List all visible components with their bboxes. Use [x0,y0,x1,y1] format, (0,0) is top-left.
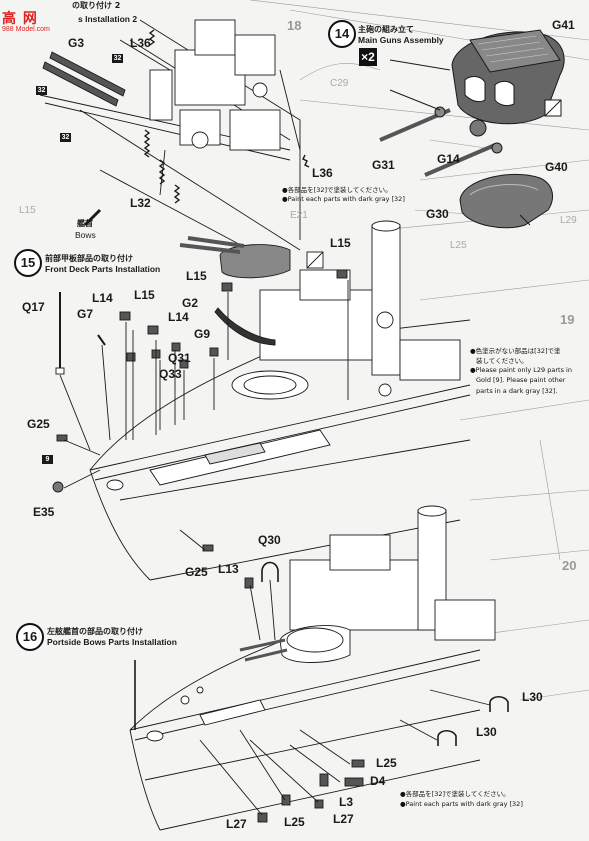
part-label-l15-a: L15 [330,236,351,250]
bows-label-jp: 艦首 [77,219,93,228]
step14-drawing [379,29,565,229]
bg-label-l29: L29 [560,215,577,226]
step15-note-line5: parts in a dark gray [32]. [476,387,558,395]
bg-step-19: 19 [560,312,575,327]
bg-step-18: 18 [287,18,302,33]
part-label-g2: G2 [182,296,199,310]
step-number-16: 16 [16,623,44,651]
step16-title-en: Portside Bows Parts Installation [47,637,177,647]
part-label-l3: L3 [339,795,354,809]
step15-title-en: Front Deck Parts Installation [45,264,161,274]
step15-drawing [52,220,471,581]
part-label-l27-b: L27 [333,812,354,826]
paint-code-32-icon: 32 [112,54,123,63]
part-label-g40: G40 [545,160,568,174]
step13-title-en: s Installation 2 [78,14,138,24]
part-label-l14-b: L14 [168,310,189,324]
step15-title-jp: 前部甲板部品の取り付け [45,254,133,263]
part-label-q31: Q31 [168,351,191,365]
part-label-d4: D4 [370,774,386,788]
paint-code-32-icon: 32 [36,86,47,95]
step13-note-en: ●Paint each parts with dark gray [32] [282,195,405,203]
part-label-l36-b: L36 [312,166,333,180]
step16-note-jp: ●各部品を[32]で塗装してください。 [400,790,510,798]
step13-title-jp: の取り付け 2 [72,1,121,10]
part-label-g14: G14 [437,152,460,166]
part-label-l15-c: L15 [134,288,155,302]
part-label-l30-b: L30 [476,725,497,739]
part-label-l25-a: L25 [376,756,397,770]
step15-note-line2: 装してください。 [476,357,528,365]
bg-label-c29: C29 [330,78,349,89]
part-label-g41: G41 [552,18,575,32]
part-label-g31: G31 [372,158,395,172]
step14-title-en: Main Guns Assembly [358,35,444,45]
part-label-e35: E35 [33,505,55,519]
part-label-g30: G30 [426,207,449,221]
part-label-l13: L13 [218,562,239,576]
step15-note-line3: ●Please paint only L29 parts in [470,366,572,374]
step14-title-jp: 主砲の組み立て [358,25,414,34]
watermark-logo: 高 网 [2,11,38,27]
part-label-q17: Q17 [22,300,45,314]
part-label-q33: Q33 [159,367,182,381]
bg-label-l25: L25 [450,240,467,251]
step-number-15: 15 [14,249,42,277]
part-label-l14-a: L14 [92,291,113,305]
part-label-q30: Q30 [258,533,281,547]
part-label-l15-b: L15 [186,269,207,283]
bows-label-en: Bows [75,230,96,240]
part-label-g25-a: G25 [27,417,50,431]
part-label-g3: G3 [68,36,85,50]
watermark-url: 988 Model.com [2,26,50,33]
part-label-l30-a: L30 [522,690,543,704]
step15-note-line4: Gold [9]. Please paint other [476,376,566,384]
part-label-g7: G7 [77,307,94,321]
part-label-g25-b: G25 [185,565,208,579]
bg-step-20: 20 [562,558,577,573]
step16-drawing [129,505,509,831]
step13-note-jp: ●各部品を[32]で塗装してください。 [282,186,392,194]
quantity-multiplier-badge: ×2 [359,48,377,66]
bg-label-e21: E21 [290,210,308,221]
step16-note-en: ●Paint each parts with dark gray [32] [400,800,523,808]
step15-note-line1: ●色塗示がない部品は[32]で塗 [470,347,561,355]
part-label-g9: G9 [194,327,211,341]
bg-label-l15: L15 [19,205,36,216]
part-label-l25-b: L25 [284,815,305,829]
step13-drawing [39,19,310,251]
paint-code-32-icon: 32 [60,133,71,142]
paint-code-9-icon: 9 [42,455,53,464]
part-label-l27-a: L27 [226,817,247,831]
part-label-l36-a: L36 [130,36,151,50]
step16-title-jp: 左舷艦首の部品の取り付け [47,627,143,636]
step-number-14: 14 [328,20,356,48]
part-label-l32: L32 [130,196,151,210]
